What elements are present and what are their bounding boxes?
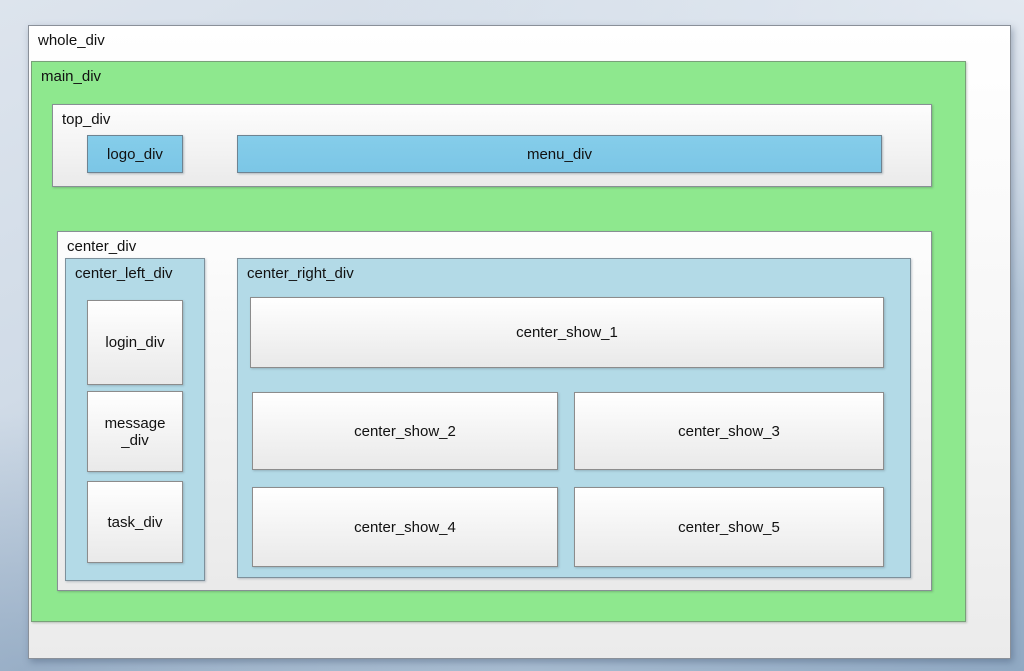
center-show-4-label: center_show_4 — [354, 518, 456, 536]
main-div-label: main_div — [41, 68, 102, 85]
logo-div-label: logo_div — [107, 145, 163, 163]
login-div: login_div — [87, 300, 183, 385]
center-show-5-label: center_show_5 — [678, 518, 780, 536]
top-div-label: top_div — [62, 111, 111, 128]
center-show-5: center_show_5 — [574, 487, 884, 567]
login-div-label: login_div — [105, 334, 165, 351]
center-show-3-label: center_show_3 — [678, 422, 780, 440]
top-div: top_div logo_div menu_div — [52, 104, 932, 187]
center-div-label: center_div — [67, 238, 137, 255]
task-div-label: task_div — [107, 513, 163, 531]
center-left-div-label: center_left_div — [75, 265, 173, 282]
center-right-div-label: center_right_div — [247, 265, 354, 282]
center-div: center_div center_left_div login_div mes… — [57, 231, 932, 591]
center-show-1-label: center_show_1 — [516, 324, 618, 341]
center-right-div: center_right_div center_show_1 center_sh… — [237, 258, 911, 578]
center-show-2-label: center_show_2 — [354, 422, 456, 440]
center-show-1: center_show_1 — [250, 297, 884, 368]
message-div: message _div — [87, 391, 183, 472]
center-left-div: center_left_div login_div message _div t… — [65, 258, 205, 581]
center-show-2: center_show_2 — [252, 392, 558, 470]
main-div: main_div top_div logo_div menu_div cente… — [31, 61, 966, 622]
task-div: task_div — [87, 481, 183, 563]
whole-div-label: whole_div — [38, 32, 105, 49]
center-show-3: center_show_3 — [574, 392, 884, 470]
message-div-label: message _div — [104, 414, 166, 449]
logo-div: logo_div — [87, 135, 183, 173]
whole-div: whole_div main_div top_div logo_div menu… — [28, 25, 1011, 659]
menu-div: menu_div — [237, 135, 882, 173]
menu-div-label: menu_div — [526, 145, 593, 163]
center-show-4: center_show_4 — [252, 487, 558, 567]
